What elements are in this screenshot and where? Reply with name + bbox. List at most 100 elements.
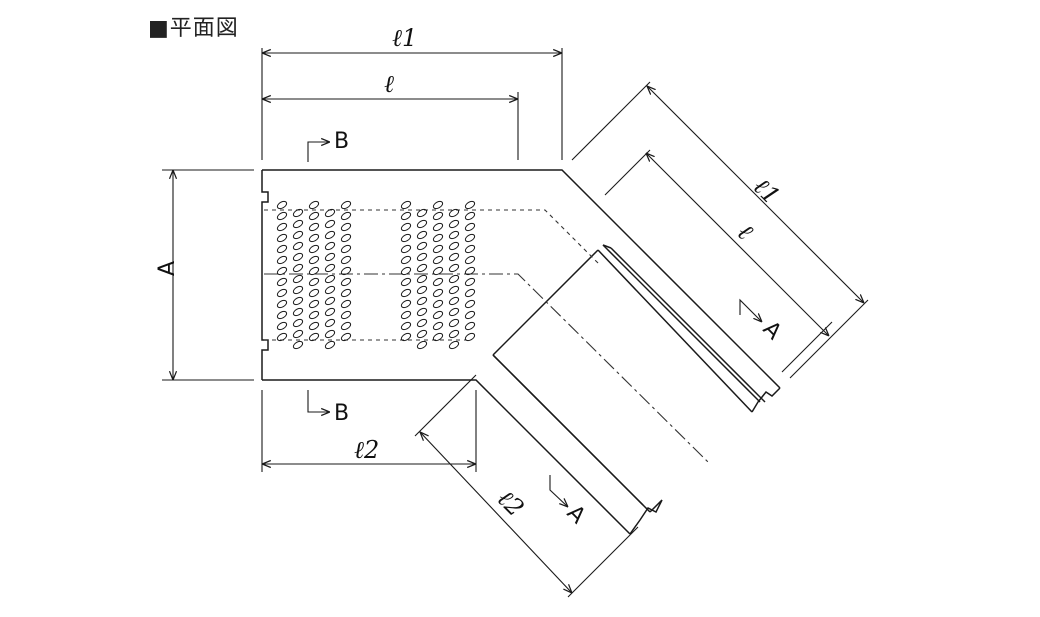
perforation-hole	[340, 277, 352, 287]
plan-view-title: ■平面図	[148, 16, 239, 41]
perforation-hole	[432, 222, 444, 232]
perforation-hole	[448, 329, 460, 339]
perforation-hole	[308, 310, 320, 320]
dim-label-l1-top: ℓ1	[392, 24, 417, 52]
perforation-hole	[432, 255, 444, 265]
perforation-hole	[464, 200, 476, 210]
perforation-hole	[400, 244, 412, 254]
perforation-hole	[324, 329, 336, 339]
perforation-hole	[432, 200, 444, 210]
perforation-hole	[400, 310, 412, 320]
perforation-hole	[340, 233, 352, 243]
perforation-hole	[448, 340, 460, 350]
perforation-hole	[292, 252, 304, 262]
perforation-hole	[292, 208, 304, 218]
section-markers	[307, 142, 762, 507]
perforation-hole	[416, 274, 428, 284]
perforation-hole	[276, 277, 288, 287]
perforation-hole	[276, 222, 288, 232]
perforation-hole	[340, 266, 352, 276]
perforation-hole	[324, 340, 336, 350]
perforation-hole	[448, 318, 460, 328]
perforation-hole	[340, 321, 352, 331]
perforation-hole	[324, 285, 336, 295]
perforation-hole	[340, 288, 352, 298]
perforation-hole	[432, 299, 444, 309]
perforation-hole	[276, 299, 288, 309]
perforation-hole	[340, 332, 352, 342]
perforation-hole	[464, 321, 476, 331]
dim-label-a: A	[155, 261, 180, 276]
perforation-hole	[464, 244, 476, 254]
perforation-hole	[416, 208, 428, 218]
perforation-hole	[308, 244, 320, 254]
dim-label-l-top: ℓ	[384, 70, 394, 98]
perforation-hole	[340, 255, 352, 265]
perforation-hole	[324, 274, 336, 284]
perforation-hole	[432, 244, 444, 254]
perforation-hole	[448, 285, 460, 295]
perforation-hole	[432, 332, 444, 342]
perforation-hole	[292, 340, 304, 350]
perforation-hole	[340, 299, 352, 309]
perforation-hole	[308, 233, 320, 243]
perforation-hole	[324, 318, 336, 328]
center-line	[264, 273, 709, 463]
perforation-hole	[416, 307, 428, 317]
perforation-hole	[276, 332, 288, 342]
perforation-hole	[432, 288, 444, 298]
perforation-hole	[464, 310, 476, 320]
perforation-hole	[292, 263, 304, 273]
perforation-hole	[276, 310, 288, 320]
perforation-hole	[464, 255, 476, 265]
dim-label-l-diag: ℓ	[732, 218, 759, 245]
perforation-hole	[292, 241, 304, 251]
perforation-hole	[400, 266, 412, 276]
perforation-hole	[432, 321, 444, 331]
perforation-hole	[464, 288, 476, 298]
dim-label-l2-diag: ℓ2	[492, 484, 530, 522]
perforation-hole	[448, 263, 460, 273]
hidden-lines	[264, 209, 601, 341]
perforation-hole	[292, 296, 304, 306]
perforation-hole	[292, 307, 304, 317]
perforation-hole	[448, 274, 460, 284]
perforation-hole	[308, 299, 320, 309]
perforation-hole	[448, 219, 460, 229]
perforation-hole	[400, 288, 412, 298]
perforation-hole	[292, 274, 304, 284]
perforation-hole	[292, 285, 304, 295]
perforation-hole	[324, 307, 336, 317]
perforation-hole	[416, 219, 428, 229]
perforation-hole	[448, 230, 460, 240]
perforation-hole	[464, 277, 476, 287]
perforation-hole	[276, 211, 288, 221]
dim-label-l2-bottom: ℓ2	[354, 436, 379, 464]
perforation-hole	[416, 340, 428, 350]
perforation-hole	[400, 200, 412, 210]
perforation-hole	[276, 321, 288, 331]
perforation-hole	[448, 252, 460, 262]
perforation-hole	[416, 230, 428, 240]
perforation-hole	[324, 252, 336, 262]
perforation-hole	[400, 332, 412, 342]
perforation-hole	[400, 211, 412, 221]
perforation-hole	[276, 244, 288, 254]
perforation-hole	[308, 321, 320, 331]
perforation-hole	[276, 288, 288, 298]
perforation-hole	[464, 222, 476, 232]
perforation-hole	[340, 200, 352, 210]
perforation-hole	[464, 299, 476, 309]
perforation-hole	[324, 230, 336, 240]
perforation-hole	[448, 296, 460, 306]
perforation-hole	[400, 277, 412, 287]
section-label-a-upper: A	[758, 317, 786, 345]
perforation-hole	[292, 230, 304, 240]
perforation-hole	[292, 329, 304, 339]
perforation-hole	[400, 233, 412, 243]
pipe-outline	[261, 169, 781, 535]
perforation-hole	[276, 233, 288, 243]
perforation-hole	[308, 255, 320, 265]
perforation-hole	[416, 252, 428, 262]
